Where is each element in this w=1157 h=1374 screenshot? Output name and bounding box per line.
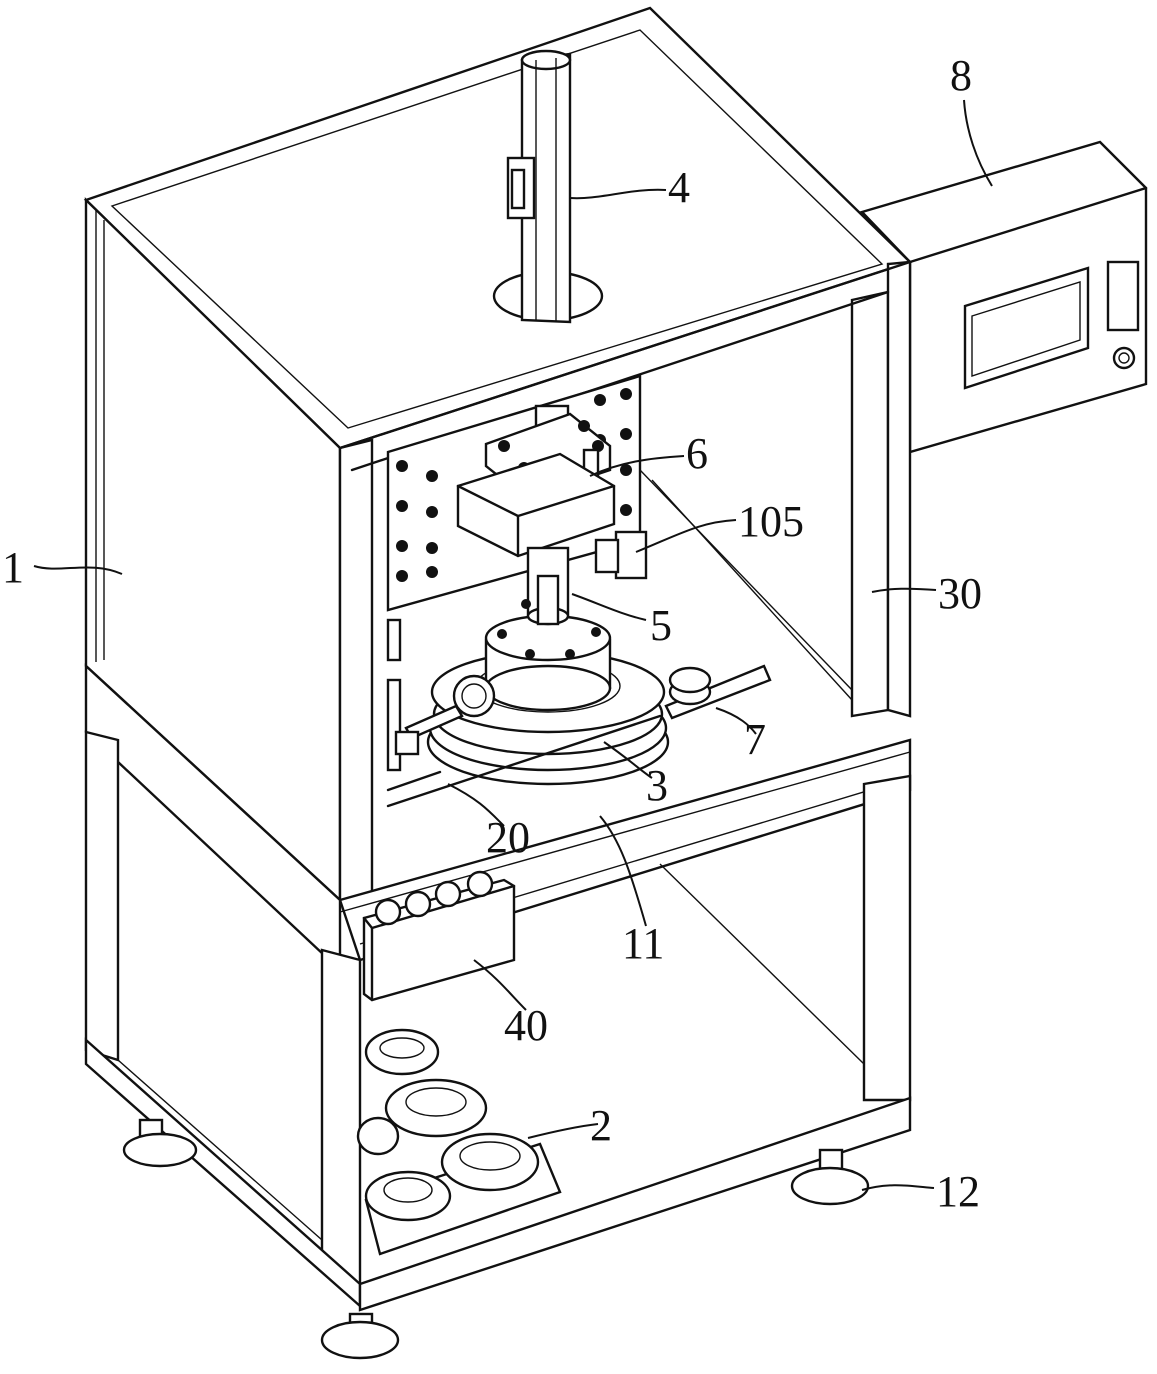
button-box — [362, 870, 516, 1002]
label-rotor: 3 — [646, 761, 668, 810]
label-side-post: 30 — [938, 569, 982, 618]
label-foot: 12 — [936, 1167, 980, 1216]
lower-frame — [84, 663, 912, 1312]
control-box — [859, 140, 1148, 454]
upper-frame — [83, 6, 913, 903]
column — [492, 49, 604, 324]
label-tray: 2 — [590, 1101, 612, 1150]
label-column: 4 — [668, 163, 690, 212]
tray — [356, 1028, 562, 1256]
dial-gauge — [664, 664, 772, 720]
label-frame: 1 — [2, 543, 24, 592]
label-dial-gauge: 7 — [744, 715, 766, 764]
reference-labels: 1 4 6 105 5 7 3 20 11 40 2 12 30 8 — [2, 51, 982, 1216]
label-button-box: 40 — [504, 1001, 548, 1050]
label-shaft: 5 — [650, 601, 672, 650]
label-press-head: 6 — [686, 429, 708, 478]
feet — [122, 1118, 870, 1360]
label-rail: 20 — [486, 813, 530, 862]
label-base-plate: 11 — [622, 919, 664, 968]
label-sensor: 105 — [738, 497, 804, 546]
label-control-box: 8 — [950, 51, 972, 100]
press-head — [456, 404, 648, 580]
leader-lines — [33, 99, 993, 1191]
